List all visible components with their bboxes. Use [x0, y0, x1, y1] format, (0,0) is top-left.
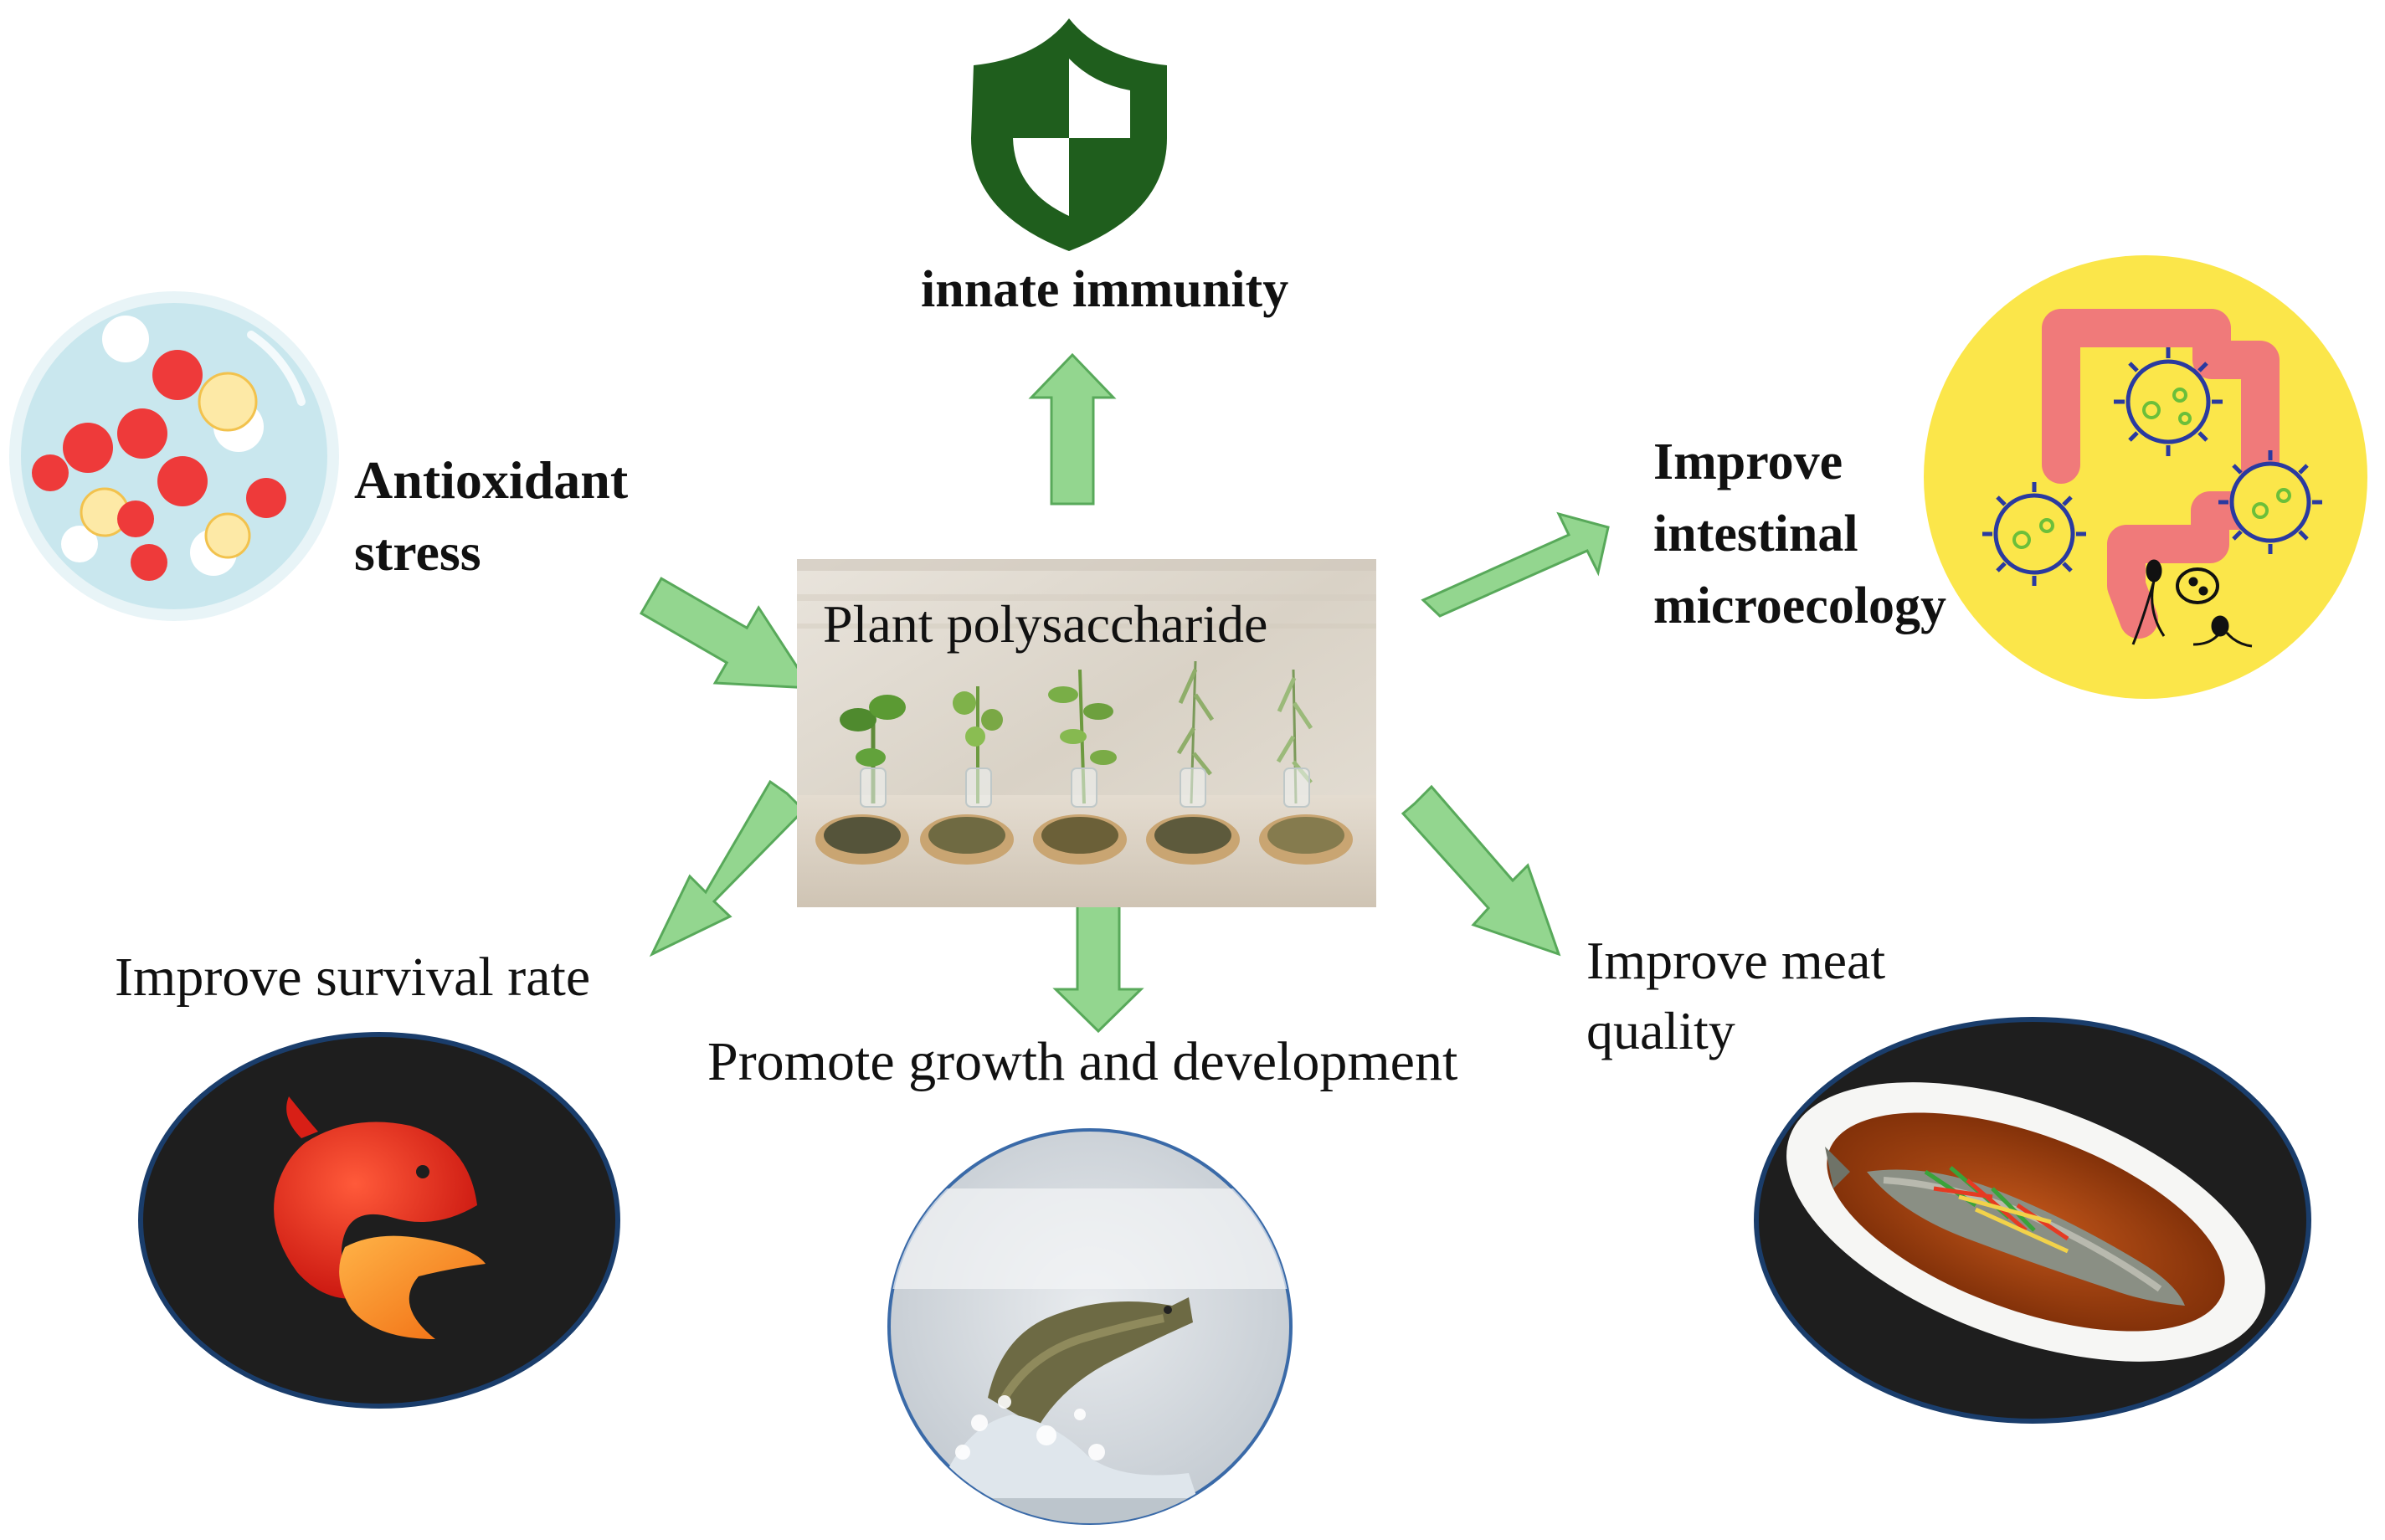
- bacteria-icons: [2131, 559, 2253, 648]
- steamed-fish-dish-icon: [1754, 1017, 2311, 1424]
- intestinal-label-line2: intestinal: [1653, 506, 1858, 562]
- arrow-up-left: [639, 577, 814, 690]
- growth-label: Promote growth and development: [707, 1031, 1458, 1092]
- meat-label-line1: Improve meat: [1586, 931, 1886, 990]
- glass-jars: [860, 767, 1310, 808]
- arrow-down-right: [1401, 784, 1561, 957]
- microbe-icons: [1982, 347, 2322, 586]
- center-label: Plant polysaccharide: [823, 594, 1268, 654]
- shield-icon: [971, 18, 1167, 251]
- intestinal-label-line1: Improve: [1653, 434, 1843, 490]
- arrow-up-right: [1421, 511, 1610, 618]
- intestine-microbe-icon: [1924, 255, 2367, 699]
- arrow-up: [1028, 352, 1117, 506]
- innate-immunity-label: innate immunity: [921, 261, 1289, 318]
- jumping-fish-icon: [887, 1128, 1293, 1525]
- intestinal-label-line3: microecology: [1653, 578, 1947, 634]
- antioxidant-label-line1: Antioxidant: [354, 450, 629, 510]
- antioxidant-label-line2: stress: [354, 522, 481, 582]
- herb-jars-photo: [797, 559, 1376, 907]
- arrow-down-left: [649, 779, 806, 957]
- fish-logo-icon: [138, 1032, 620, 1409]
- survival-label: Improve survival rate: [115, 947, 591, 1008]
- herb-bowls: [815, 814, 1353, 865]
- meat-label-line2: quality: [1586, 1001, 1735, 1060]
- petri-dish-icon: [9, 291, 339, 621]
